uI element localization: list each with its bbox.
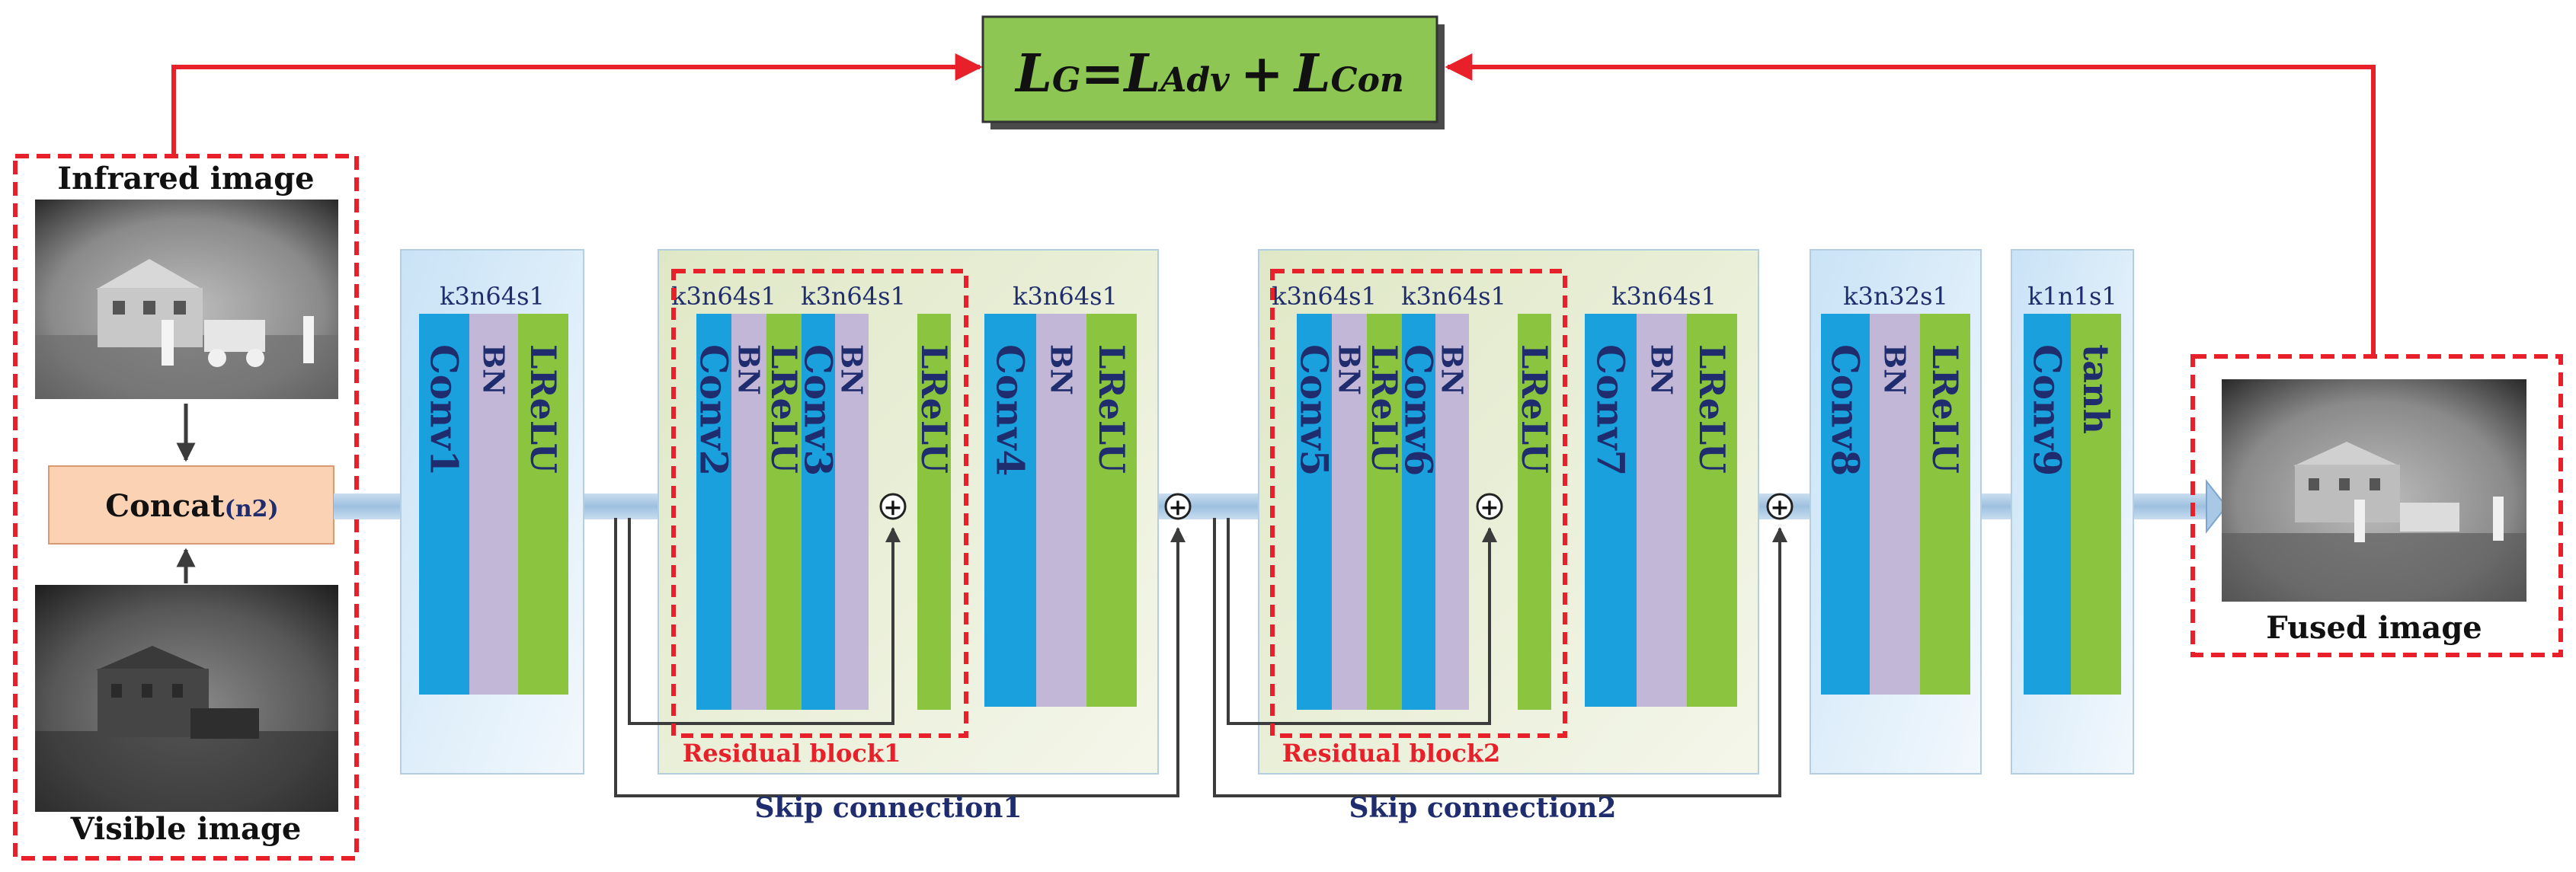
bn4-bar-label: BN bbox=[1045, 344, 1079, 395]
residual-skip-1 bbox=[628, 518, 901, 725]
conv7-header: k3n64s1 bbox=[1611, 282, 1717, 311]
conv2-bar-label: Conv2 bbox=[692, 344, 737, 476]
input-section: Infrared image Concat(n2) bbox=[13, 154, 359, 861]
skip-connections bbox=[614, 518, 1787, 797]
conv8-bar-label: Conv8 bbox=[1823, 344, 1868, 476]
svg-text:+: + bbox=[1480, 494, 1499, 521]
conv4-header: k3n64s1 bbox=[1013, 282, 1118, 311]
infrared-image-label: Infrared image bbox=[57, 161, 314, 196]
conv3-bar-label: Conv3 bbox=[796, 344, 841, 476]
conv9-bar: Conv9 bbox=[2024, 314, 2071, 695]
conv8-header: k3n32s1 bbox=[1843, 282, 1948, 311]
output-dashed-frame bbox=[2190, 354, 2563, 657]
feedback-arrow-left bbox=[171, 53, 983, 156]
conv1-bar: Conv1 bbox=[419, 314, 469, 695]
lrelu3-bar-label: LReLU bbox=[914, 344, 955, 474]
lrelu5-bar-label: LReLU bbox=[1364, 344, 1405, 474]
lrelu5-bar: LReLU bbox=[1364, 314, 1405, 710]
pipe-arrowhead bbox=[2206, 479, 2228, 534]
lrelu2-bar-label: LReLU bbox=[763, 344, 805, 474]
bn5-bar-label: BN bbox=[1333, 344, 1367, 395]
lrelu6-bar-label: LReLU bbox=[1514, 344, 1555, 474]
svg-text:+: + bbox=[883, 494, 902, 521]
bn7-bar-label: BN bbox=[1645, 344, 1679, 395]
bn1-bar-label: BN bbox=[477, 344, 511, 395]
fused-image bbox=[2222, 379, 2526, 602]
conv4-bar-label: Conv4 bbox=[988, 344, 1033, 476]
bn6-bar-label: BN bbox=[1435, 344, 1470, 395]
bn3-bar: BN bbox=[835, 314, 869, 710]
tanh9-bar-label: tanh bbox=[2075, 344, 2117, 434]
plus-nodes: + + + + bbox=[879, 493, 1794, 521]
conv5-header: k3n64s1 bbox=[1272, 282, 1377, 311]
plus-node-1: + bbox=[879, 493, 907, 521]
lrelu7-bar-label: LReLU bbox=[1691, 344, 1733, 474]
plus-node-3: + bbox=[1476, 493, 1503, 521]
visible-image bbox=[35, 585, 338, 812]
svg-text:+: + bbox=[1770, 494, 1789, 521]
lrelu8-bar-label: LReLU bbox=[1925, 344, 1966, 474]
svg-text:+: + bbox=[1168, 494, 1187, 521]
conv6-header: k3n64s1 bbox=[1401, 282, 1506, 311]
bn4-bar: BN bbox=[1036, 314, 1086, 707]
lrelu6-bar: LReLU bbox=[1514, 314, 1555, 710]
lrelu8-bar: LReLU bbox=[1920, 314, 1970, 695]
conv3-bar: Conv3 bbox=[796, 314, 841, 710]
skip-connection-2-line bbox=[1213, 518, 1787, 797]
bn8-bar-label: BN bbox=[1878, 344, 1912, 395]
bn2-bar-label: BN bbox=[732, 344, 766, 395]
lrelu2-bar: LReLU bbox=[763, 314, 805, 710]
residual-block1-caption: Residual block1 bbox=[683, 739, 901, 768]
bn1-bar: BN bbox=[469, 314, 518, 695]
loss-formula: LG=LAdv+LCon bbox=[1014, 43, 1404, 104]
skip-connection1-label: Skip connection1 bbox=[755, 792, 1022, 824]
bn8-bar: BN bbox=[1870, 314, 1920, 695]
infrared-image bbox=[35, 200, 338, 399]
plus-node-2: + bbox=[1164, 493, 1192, 521]
concat-label: Concat(n2) bbox=[105, 488, 278, 524]
conv2-header: k3n64s1 bbox=[671, 282, 776, 311]
conv1-bar-label: Conv1 bbox=[422, 344, 467, 476]
plus-node-4: + bbox=[1766, 493, 1794, 521]
bn3-bar-label: BN bbox=[835, 344, 869, 395]
tanh9-bar: tanh bbox=[2071, 314, 2121, 695]
bn5-bar: BN bbox=[1332, 314, 1367, 710]
conv9-bar-label: Conv9 bbox=[2025, 344, 2070, 476]
conv6-bar-label: Conv6 bbox=[1397, 344, 1442, 476]
conv2-bar: Conv2 bbox=[692, 314, 737, 710]
conv5-bar-label: Conv5 bbox=[1292, 344, 1337, 476]
bn6-bar: BN bbox=[1435, 314, 1470, 710]
fused-image-label: Fused image bbox=[2266, 610, 2482, 646]
bn7-bar: BN bbox=[1637, 314, 1687, 707]
conv8-bar: Conv8 bbox=[1821, 314, 1870, 695]
residual-skip-2 bbox=[1227, 518, 1497, 725]
residual-block2-caption: Residual block2 bbox=[1282, 739, 1501, 768]
conv9-header: k1n1s1 bbox=[2027, 282, 2117, 311]
conv4-bar: Conv4 bbox=[984, 314, 1036, 707]
loss-feedback: LG=LAdv+LCon bbox=[171, 15, 2376, 356]
lrelu4-bar: LReLU bbox=[1086, 314, 1137, 707]
lrelu1-bar-label: LReLU bbox=[523, 344, 564, 474]
skip-connection-1-line bbox=[614, 518, 1186, 797]
conv7-bar: Conv7 bbox=[1585, 314, 1637, 707]
residual-block2-frame bbox=[1270, 269, 1567, 738]
lrelu4-bar-label: LReLU bbox=[1091, 344, 1132, 474]
conv3-header: k3n64s1 bbox=[801, 282, 906, 311]
bn2-bar: BN bbox=[731, 314, 766, 710]
residual-block1-frame bbox=[671, 269, 968, 738]
conv1-header: k3n64s1 bbox=[440, 282, 545, 311]
feedback-arrow-right bbox=[1445, 53, 2376, 356]
visible-image-label: Visible image bbox=[70, 811, 302, 847]
skip-connection2-label: Skip connection2 bbox=[1349, 792, 1617, 824]
conv7-bar-label: Conv7 bbox=[1589, 344, 1634, 476]
conv5-bar: Conv5 bbox=[1292, 314, 1337, 710]
loss-box bbox=[981, 15, 1438, 123]
lrelu1-bar: LReLU bbox=[518, 314, 568, 695]
conv6-bar: Conv6 bbox=[1397, 314, 1442, 710]
lrelu7-bar: LReLU bbox=[1687, 314, 1737, 707]
output-section: Fused image bbox=[2190, 354, 2563, 657]
lrelu3-bar: LReLU bbox=[914, 314, 955, 710]
